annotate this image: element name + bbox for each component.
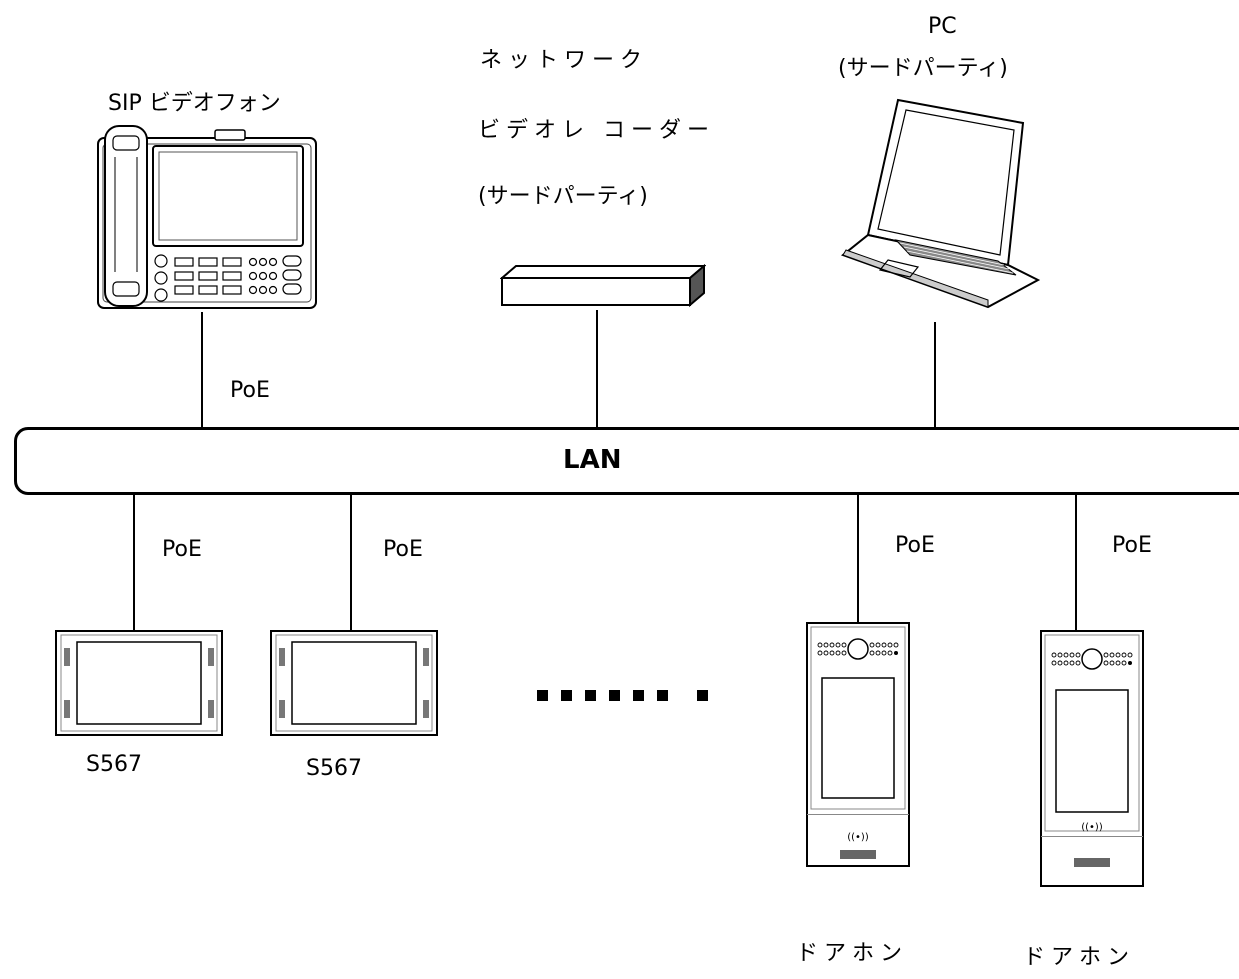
ellipsis-square	[561, 690, 572, 701]
door-station-1-wire	[857, 494, 859, 624]
sip-video-phone-icon	[97, 125, 317, 309]
s567-2-wire	[350, 494, 352, 630]
pc-label-line2: (サードパーティ)	[838, 56, 1008, 81]
svg-text:((•)): ((•))	[1081, 822, 1103, 833]
lan-label: LAN	[563, 445, 622, 475]
s567-1-poe-label: PoE	[162, 537, 202, 562]
nvr-label-line2: ビデオレ コーダー	[478, 118, 715, 143]
ellipsis-square	[585, 690, 596, 701]
sip-phone-label: SIP ビデオフォン	[108, 91, 281, 116]
nvr-label-line1: ネットワーク	[480, 48, 649, 73]
nvr-device-icon	[500, 263, 706, 308]
door-station-2-wire	[1075, 494, 1077, 630]
pc-label-line1: PC	[928, 14, 957, 39]
pc-wire	[934, 322, 936, 428]
sip-phone-poe-label: PoE	[230, 378, 270, 403]
door-station-1-poe-label: PoE	[895, 533, 935, 558]
s567-monitor-2-icon	[270, 630, 438, 736]
s567-1-label: S567	[86, 752, 142, 777]
ellipsis-square	[657, 690, 668, 701]
door-station-2-label: ドアホン	[1023, 945, 1136, 970]
door-station-2-icon: ((•))	[1040, 630, 1144, 887]
ellipsis-square	[537, 690, 548, 701]
s567-2-label: S567	[306, 756, 362, 781]
ellipsis-square	[633, 690, 644, 701]
s567-monitor-1-icon	[55, 630, 223, 736]
laptop-pc-icon	[840, 98, 1041, 309]
door-station-1-icon: ((•))	[806, 622, 910, 867]
nvr-wire	[596, 310, 598, 428]
s567-2-poe-label: PoE	[383, 537, 423, 562]
nvr-label-line3: (サードパーティ)	[478, 184, 648, 209]
door-station-1-label: ドアホン	[796, 941, 909, 966]
ellipsis-square	[697, 690, 708, 701]
door-station-2-poe-label: PoE	[1112, 533, 1152, 558]
sip-phone-wire	[201, 312, 203, 428]
ellipsis-square	[609, 690, 620, 701]
svg-text:((•)): ((•))	[847, 832, 869, 843]
lan-bus	[14, 427, 1239, 495]
s567-1-wire	[133, 494, 135, 630]
